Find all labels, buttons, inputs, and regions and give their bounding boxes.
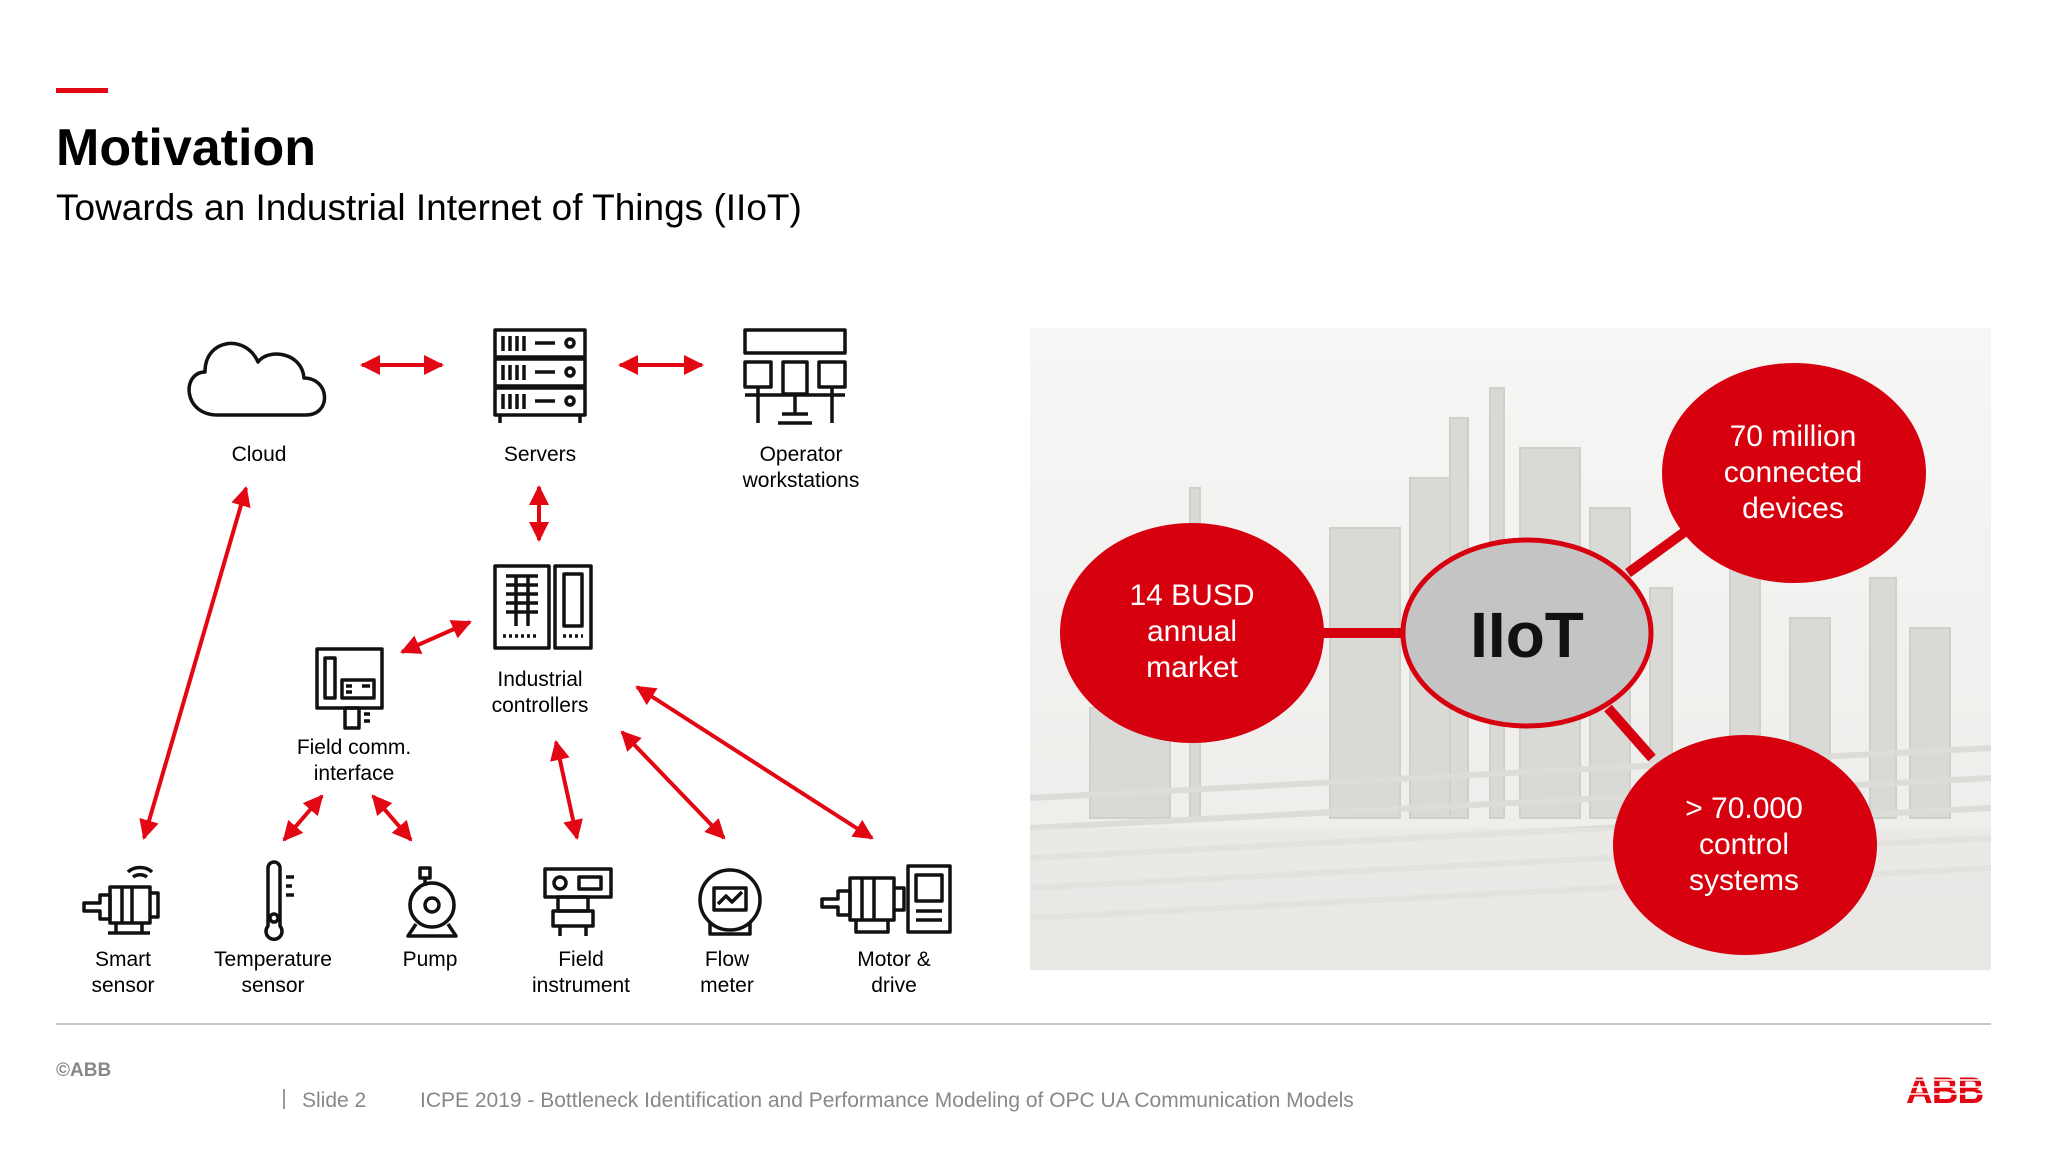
cloud-icon [187,341,327,417]
label-controllers-line2: controllers [491,694,589,717]
label-controllers-line1: Industrial [497,668,583,691]
devices-line3: devices [1742,492,1844,525]
footer-separator [283,1089,285,1109]
label-field-instrument: Field instrument [481,947,681,999]
label-motor-line2: drive [871,974,917,997]
label-flow-line2: meter [700,974,754,997]
field-instrument-icon [543,867,613,936]
smart-sensor-icon [82,865,160,935]
market-line1: 14 BUSD [1129,579,1255,612]
devices-line1: 70 million [1729,420,1857,453]
arrow-cloud-smart-sensor [139,486,251,840]
label-fieldcomm-line1: Field comm. [296,736,412,759]
label-industrial-controllers: Industrial controllers [440,667,640,719]
field-comm-interface-icon [315,647,384,730]
label-smart-line2: sensor [91,974,155,997]
operator-workstation-icon [743,328,847,425]
arrow-controllers-motor [635,685,874,840]
abb-logo: ABB [1906,1072,1994,1108]
label-smart-sensor: Smart sensor [23,947,223,999]
label-temp-line1: Temperature [214,948,332,971]
label-field-comm-interface: Field comm. interface [254,735,454,787]
label-field-line1: Field [558,948,604,971]
arrow-controllers-fieldcomm [400,620,472,654]
arrow-controllers-field [550,740,583,840]
motor-drive-icon [820,864,952,934]
systems-line3: systems [1688,864,1799,897]
label-cloud: Cloud [231,443,287,466]
label-operator-workstations: Operator workstations [701,442,901,494]
connection-arrows [139,355,874,842]
label-temp-line2: sensor [241,974,305,997]
devices-line2: connected [1723,456,1863,489]
page-title: Motivation [56,119,316,177]
footer-divider [56,1023,1991,1025]
label-smart-line1: Smart [94,948,151,971]
title-accent-bar [56,88,108,93]
label-motor-line1: Motor & [857,948,931,971]
label-servers: Servers [503,443,577,466]
label-flow-line1: Flow [704,948,750,971]
market-line2: annual [1146,615,1238,648]
label-operator-line1: Operator [759,443,843,466]
label-fieldcomm-line2: interface [313,762,395,785]
architecture-diagram [82,328,952,942]
label-temperature-sensor: Temperature sensor [173,947,373,999]
bubble-devices-text: 70 million connected devices [1683,419,1903,527]
label-pump: Pump [402,948,458,971]
bubble-market-text: 14 BUSD annual market [1082,578,1302,686]
copyright: ©ABB [56,1060,112,1081]
iiot-center-label: IIoT [1470,599,1584,671]
label-operator-line2: workstations [742,469,860,492]
footer-text: ICPE 2019 - Bottleneck Identification an… [420,1089,1354,1112]
slide-number: Slide 2 [302,1089,367,1112]
bubble-market [1060,523,1324,743]
bubble-systems-text: > 70.000 control systems [1634,791,1854,899]
thermometer-icon [264,860,294,942]
label-flow-meter: Flow meter [627,947,827,999]
arrow-fieldcomm-pump [371,794,413,842]
arrow-controllers-flow [620,730,726,840]
page-subtitle: Towards an Industrial Internet of Things… [56,187,802,228]
bubble-systems [1613,735,1877,955]
abb-logo-text: ABB [1906,1072,1983,1108]
server-rack-icon [493,328,587,423]
industrial-controller-icon [493,564,593,650]
flow-meter-icon [698,868,762,936]
systems-line2: control [1698,828,1790,861]
iiot-bubble-diagram [1060,363,1926,955]
label-field-line2: instrument [531,974,631,997]
pump-icon [406,866,458,938]
systems-line1: > 70.000 [1685,792,1803,825]
label-motor-drive: Motor & drive [794,947,994,999]
market-line3: market [1146,651,1238,684]
bubble-iiot-center [1400,537,1654,729]
arrow-fieldcomm-temp [282,794,324,842]
bubble-devices [1662,363,1926,583]
